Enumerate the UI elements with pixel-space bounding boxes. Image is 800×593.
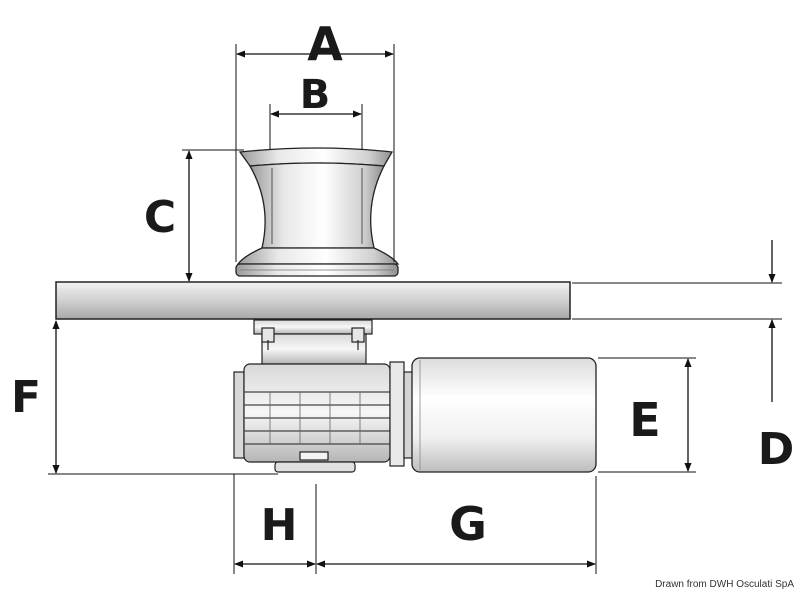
- capstan-drum: [235, 147, 400, 277]
- mounting-flange: [253, 319, 373, 365]
- label-b: B: [300, 72, 331, 118]
- label-f: F: [11, 372, 41, 423]
- label-h: H: [261, 500, 298, 551]
- label-g: G: [449, 497, 487, 551]
- label-e: E: [629, 393, 660, 447]
- deck-plate: [55, 281, 571, 320]
- credit-text: Drawn from DWH Osculati SpA: [655, 579, 794, 590]
- electric-motor: [411, 357, 597, 473]
- label-d: D: [758, 424, 795, 475]
- dimension-arrows: [52, 50, 776, 568]
- label-c: C: [144, 192, 176, 243]
- extension-lines: [48, 44, 782, 574]
- label-a: A: [307, 17, 343, 71]
- gearbox: [233, 361, 415, 473]
